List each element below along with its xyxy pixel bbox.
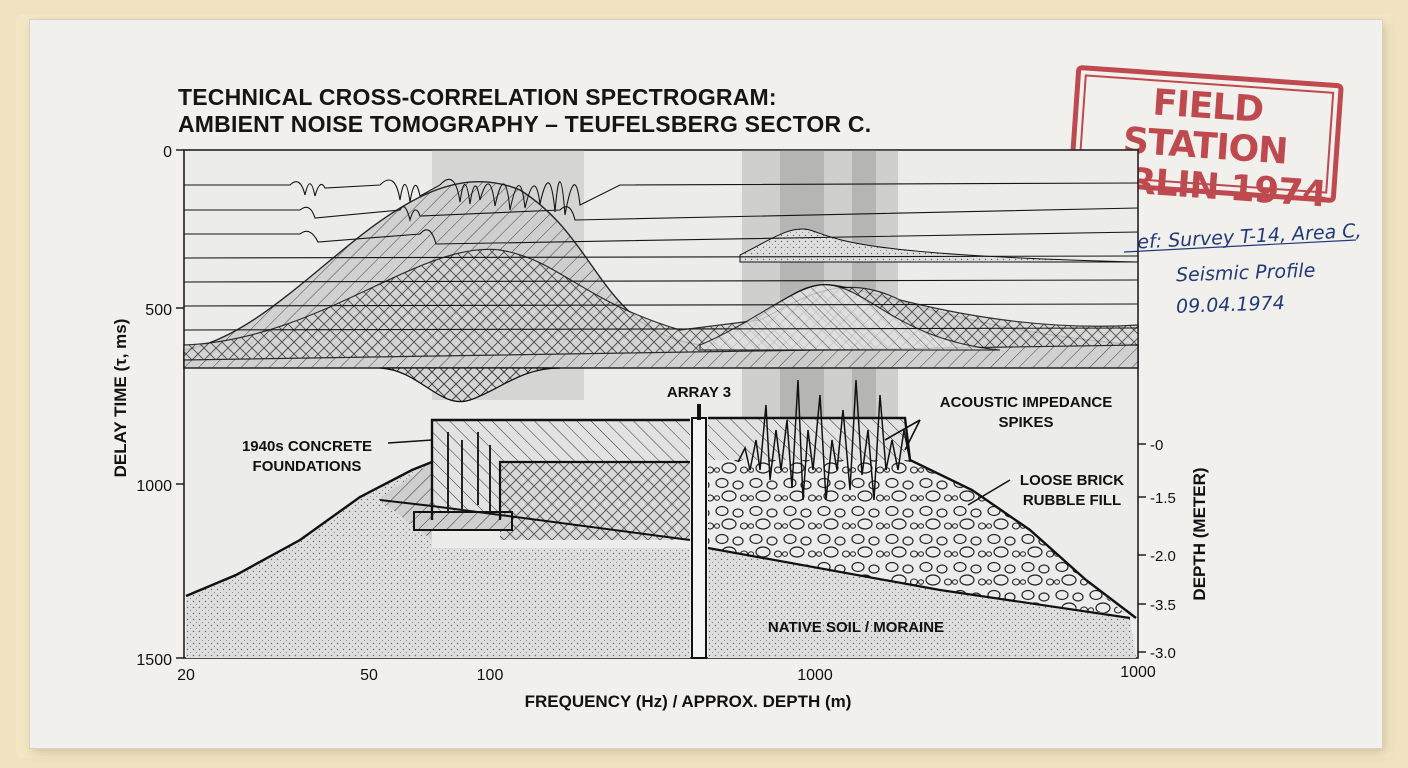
envelope-trough xyxy=(379,367,561,403)
left-tick-0: 0 xyxy=(163,144,172,161)
left-tick-500: 500 xyxy=(145,302,172,319)
bottom-tick-1000: 1000 xyxy=(797,667,833,684)
bottom-tick-20: 20 xyxy=(177,667,195,684)
native-soil-right xyxy=(708,548,1136,658)
spikes-label-2: SPIKES xyxy=(998,414,1053,431)
bottom-tick-100: 100 xyxy=(477,667,504,684)
native-soil-label: NATIVE SOIL / MORAINE xyxy=(768,619,944,636)
annotation-leaders xyxy=(387,419,1011,506)
left-axis-label: DELAY TIME (τ, ms) xyxy=(111,319,130,478)
spikes-label-1: ACOUSTIC IMPEDANCE xyxy=(940,394,1113,411)
right-tick-0: -0 xyxy=(1150,437,1163,454)
array-3-borehole xyxy=(691,417,707,659)
rubble-label-1: LOOSE BRICK xyxy=(1020,472,1124,489)
reference-underline xyxy=(1123,239,1357,253)
foundation-outline xyxy=(430,418,690,520)
concrete-foundation-block xyxy=(432,420,690,520)
bottom-tick-1000-end: 1000 xyxy=(1120,664,1156,681)
ground-surface-left xyxy=(185,460,433,598)
title-line-1: TECHNICAL CROSS-CORRELATION SPECTROGRAM: xyxy=(178,84,777,110)
brick-rubble-fill xyxy=(708,460,1128,616)
left-tick-1000: 1000 xyxy=(136,478,172,495)
right-axis-label: DEPTH (METER) xyxy=(1190,467,1209,600)
seismic-traces xyxy=(183,178,1139,331)
right-tick-2-0: -2.0 xyxy=(1150,548,1176,565)
right-tick-3-0: -3.0 xyxy=(1150,645,1176,662)
axis-ticks xyxy=(176,149,1146,659)
layer-boundary-right xyxy=(707,546,1131,620)
native-soil-left xyxy=(186,462,690,658)
bottom-axis-label: FREQUENCY (Hz) / APPROX. DEPTH (m) xyxy=(525,692,852,711)
foundations-label-2: FOUNDATIONS xyxy=(253,458,362,475)
impedance-spikes xyxy=(737,379,911,501)
envelope-upper-right xyxy=(739,228,1139,263)
foundation-rebar xyxy=(447,432,491,512)
ground-surface-right xyxy=(708,416,1137,619)
rubble-label-2: RUBBLE FILL xyxy=(1023,492,1121,509)
title-line-2: AMBIENT NOISE TOMOGRAPHY – TEUFELSBERG S… xyxy=(178,111,872,137)
right-tick-3-5: -3.5 xyxy=(1150,597,1176,614)
bottom-tick-50: 50 xyxy=(360,667,378,684)
foundations-label-1: 1940s CONCRETE xyxy=(242,438,372,455)
layer-boundary-left xyxy=(379,499,691,541)
foundation-step xyxy=(498,460,690,520)
array-3-label: ARRAY 3 xyxy=(667,384,731,401)
right-tick-1-5: -1.5 xyxy=(1150,490,1176,507)
left-tick-1500: 1500 xyxy=(136,652,172,669)
envelope-right-peak xyxy=(699,284,1001,351)
diagram-title: TECHNICAL CROSS-CORRELATION SPECTROGRAM:… xyxy=(178,84,871,138)
